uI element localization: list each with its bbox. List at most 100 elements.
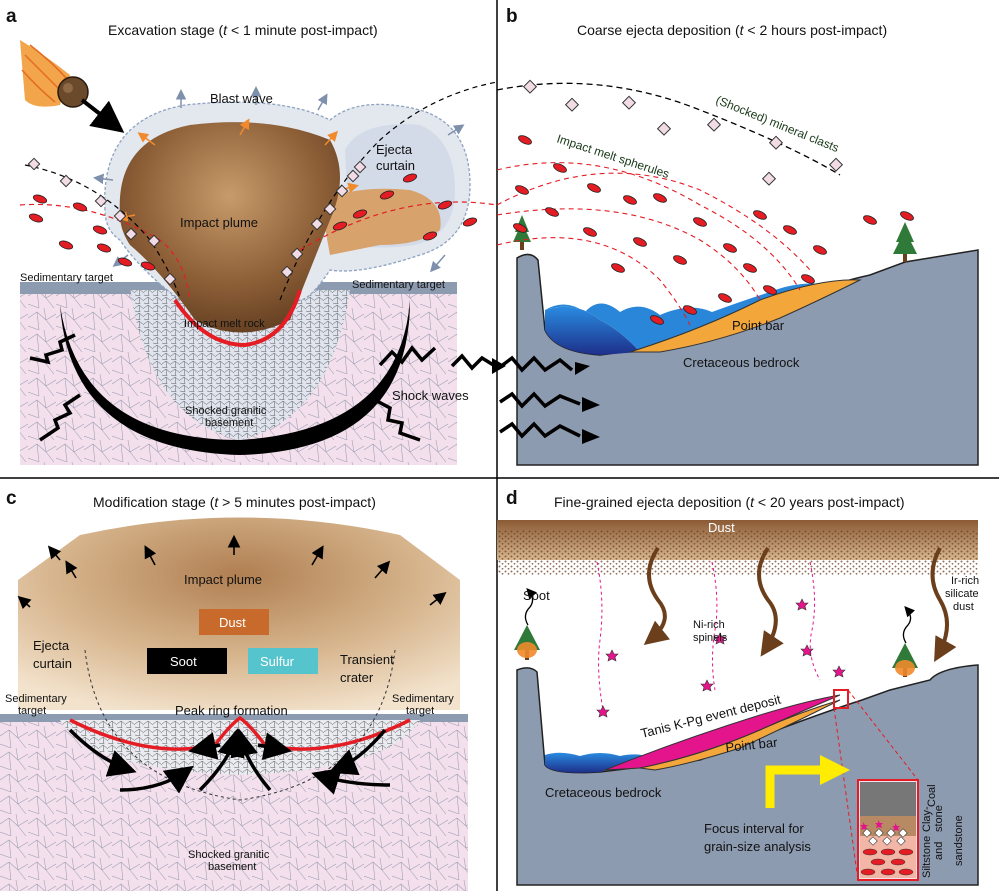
panel-d-focus-arrow-head [820, 755, 850, 785]
panel-d-letter: d [506, 488, 518, 509]
panel-a-melt-rock [173, 289, 302, 348]
panel-a-shock-right-down [374, 398, 421, 442]
panel-b-spherule-trajectory-1 [496, 172, 811, 271]
panel-d-point-bar-label: Point bar [725, 735, 779, 755]
panel-b-shock-1 [498, 355, 574, 373]
panel-b-spherule-trajectory-3 [496, 162, 801, 291]
panel-d-spinels-label-2: spinels [693, 632, 728, 644]
panel-c-sulfur-box [248, 648, 318, 674]
panel-d-title: Fine-grained ejecta deposition (t < 20 y… [554, 494, 905, 510]
panel-d-section-inset [857, 779, 919, 881]
panel-d: d Fine-grained ejecta deposition (t < 20… [497, 488, 979, 886]
panel-c-collapse-arrows [68, 728, 391, 795]
panel-a-basement-label-1: Shocked granitic [185, 405, 267, 417]
panel-a-shock-left-up [29, 333, 76, 365]
panel-d-focus-arrow [765, 765, 825, 808]
panel-d-dust-particles [497, 530, 978, 575]
panel-c-sed-left-2: target [18, 705, 46, 717]
panel-a-ejecta-label-2: curtain [376, 158, 415, 173]
panel-d-focus-guide-left [833, 707, 859, 881]
panel-c-peak-ring-label: Peak ring formation [175, 703, 288, 718]
panel-c-soot-label: Soot [170, 654, 197, 669]
panel-d-burning-tree-right-icon [892, 643, 918, 677]
panel-d-spinel-trails [596, 561, 821, 711]
panel-a-sed-right-label: Sedimentary target [352, 279, 445, 291]
panel-d-focus-marker [833, 689, 849, 709]
panel-c-plume-label: Impact plume [184, 572, 262, 587]
panel-d-bedrock-label: Cretaceous bedrock [545, 785, 662, 800]
panel-d-point-bar [639, 699, 841, 771]
panel-d-soot-label: Soot [523, 588, 550, 603]
panel-d-ir-label-3: dust [953, 601, 974, 613]
panel-a-letter: a [6, 6, 17, 27]
panel-b-point-bar-label: Point bar [732, 318, 785, 333]
panel-c-transient-label-1: Transient [340, 652, 394, 667]
panel-a-plume-label: Impact plume [180, 215, 258, 230]
panel-a-ejecta-label-1: Ejecta [376, 142, 413, 157]
panel-d-siltstone-label-3: sandstone [953, 815, 965, 866]
panel-a-blast-wave-label: Blast wave [210, 91, 273, 106]
panel-b-water [545, 306, 640, 355]
panel-c-dust-label: Dust [219, 615, 246, 630]
panel-b-spherule-trajectory-4 [496, 237, 691, 326]
panel-c-transient-crater-outline [84, 649, 396, 801]
panel-c-sulfur-label: Sulfur [260, 654, 295, 669]
panel-c-soot-box [147, 648, 227, 674]
panel-c-ejecta-label-1: Ejecta [33, 638, 70, 653]
panel-c-ejecta-label-2: curtain [33, 656, 72, 671]
panel-c-plume-arrows [17, 534, 447, 610]
panel-b-spherules [513, 135, 914, 325]
panel-b-letter: b [506, 6, 518, 27]
panel-b-spherule-trajectory-2 [496, 208, 761, 301]
panel-d-claystone-label-1: Clay- [921, 806, 933, 832]
panel-a-melt-label: Impact melt rock [184, 318, 265, 330]
panel-c-sed-right-2: target [406, 705, 434, 717]
panel-a-spherule-trajectory-2 [299, 201, 498, 251]
panel-b-shock-head-1 [575, 362, 590, 375]
panel-c-sed-left-1: Sedimentary [5, 693, 67, 705]
panel-a-basement-label-2: basement [205, 417, 253, 429]
panel-a-spherules [28, 173, 478, 271]
panel-d-siltstone-label-2: and [933, 842, 945, 860]
panel-b-shock-head-3 [582, 429, 600, 444]
panel-a-shock-right-up [378, 345, 437, 367]
panel-c: c Modification stage (t > 5 minutes post… [0, 488, 468, 891]
panel-d-focus-label-1: Focus interval for [704, 821, 804, 836]
panel-b-title: Coarse ejecta deposition (t < 2 hours po… [577, 22, 887, 38]
panel-c-transient-label-2: crater [340, 670, 374, 685]
panel-d-spinels-label-1: Ni-rich [693, 619, 725, 631]
panel-a: a Excavation stage (t < 1 minute post-im… [6, 6, 498, 465]
panel-b-clasts [522, 79, 844, 186]
panel-c-melt [69, 715, 411, 751]
panel-b-point-bar [629, 279, 862, 353]
panel-d-dust-fall-arrows [643, 546, 957, 662]
panel-a-blast-arrows [93, 86, 465, 273]
panel-c-sediment [0, 714, 468, 722]
panel-a-clast-trajectory-right [279, 81, 498, 301]
panel-d-dust-label: Dust [708, 520, 735, 535]
panel-a-shock-left-down [39, 393, 81, 442]
panel-d-spinels [596, 598, 846, 718]
panel-b-bedrock-label: Cretaceous bedrock [683, 355, 800, 370]
panel-c-letter: c [6, 488, 17, 509]
panel-d-ir-label-2: silicate [945, 588, 979, 600]
panel-d-burning-tree-left-icon [514, 625, 540, 660]
panel-b-shock-head-2 [582, 397, 600, 412]
panel-a-clasts [27, 157, 367, 286]
panel-d-ir-label-1: Ir-rich [951, 575, 979, 587]
panel-c-basement-label-1: Shocked granitic [188, 849, 270, 861]
panel-a-b-shock-head [492, 358, 506, 374]
panel-d-focus-label-2: grain-size analysis [704, 839, 811, 854]
panel-a-shocked-cracks [130, 290, 350, 440]
panel-d-soot-arrow-left [524, 588, 538, 626]
panel-a-meteor [20, 40, 125, 133]
panel-a-title: Excavation stage (t < 1 minute post-impa… [108, 22, 378, 38]
panel-c-dust-box [199, 609, 269, 635]
panel-b-shock-3 [499, 421, 581, 439]
panel-d-focus-guide-right [847, 689, 919, 781]
panel-c-sed-right-1: Sedimentary [392, 693, 454, 705]
panel-b-tree-right-icon [893, 222, 917, 262]
panel-c-basement-label-2: basement [208, 861, 256, 873]
panel-a-sed-left-label: Sedimentary target [20, 272, 113, 284]
